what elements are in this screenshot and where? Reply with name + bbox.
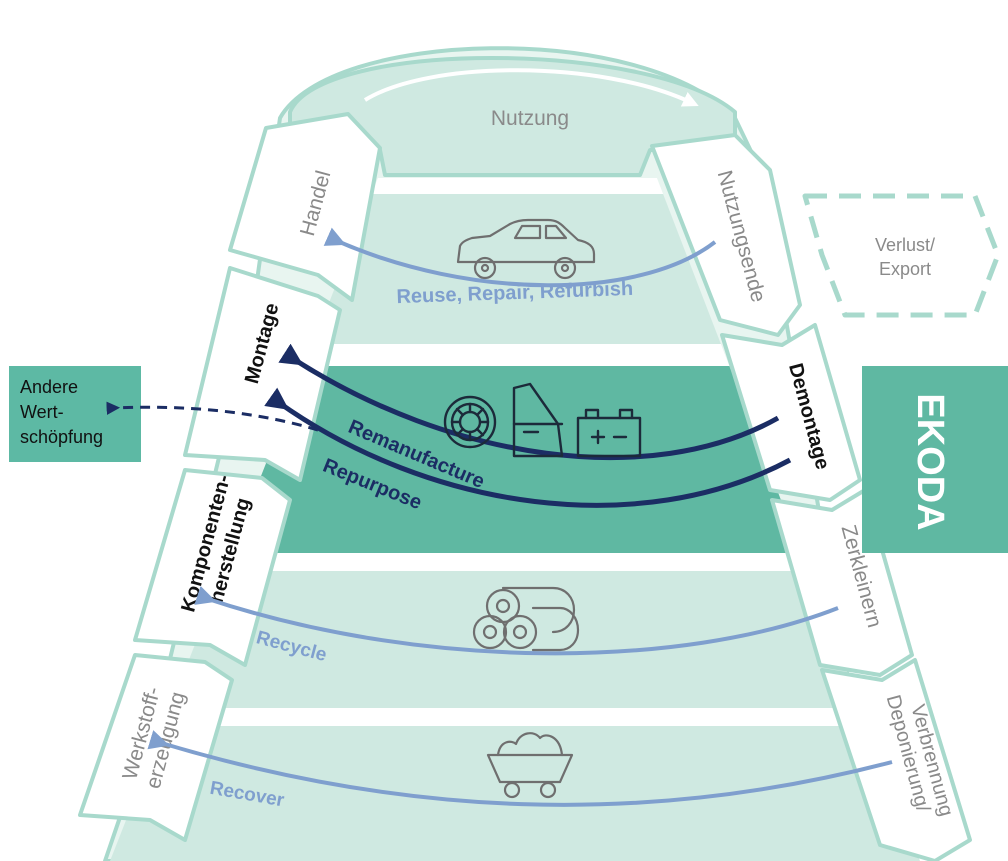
andere-line3: schöpfung xyxy=(20,427,103,447)
stage-komponenten-box xyxy=(133,468,292,667)
band-reuse xyxy=(110,194,920,344)
stage-nutzungsende-box xyxy=(650,133,802,337)
arrow-recover xyxy=(147,730,893,807)
car-icon xyxy=(456,218,596,280)
arrow-recycle xyxy=(194,585,839,656)
loop-arrows xyxy=(106,227,893,807)
verlust-line2: Export xyxy=(879,259,931,279)
andere-line2: Wert- xyxy=(20,402,64,422)
ekoda-label: EKODA xyxy=(909,393,951,530)
band-recover xyxy=(110,726,920,861)
right-stage-boxes xyxy=(650,133,972,861)
stage-handel-box xyxy=(228,112,382,302)
verlust-export-box: Verlust/ Export xyxy=(802,193,1001,318)
nutzung-label: Nutzung xyxy=(491,107,569,130)
arrow-andere-wertschoepfung xyxy=(106,401,319,432)
material-rolls-icon xyxy=(472,586,580,652)
verlust-line1: Verlust/ xyxy=(875,235,935,255)
nutzung-cap: Nutzung xyxy=(288,56,737,177)
stage-deponierung-box xyxy=(820,658,972,861)
stage-montage-box xyxy=(183,266,342,482)
arrow-reuse xyxy=(323,227,717,288)
arrow-remanufacture xyxy=(278,343,780,461)
ekoda-block: EKODA xyxy=(862,366,1008,553)
andere-line1: Andere xyxy=(20,377,78,397)
mine-cart-icon xyxy=(486,732,574,799)
andere-wertschoepfung-box: Andere Wert- schöpfung xyxy=(9,366,141,462)
arrow-repurpose xyxy=(264,387,792,508)
stage-demontage-box xyxy=(720,323,862,502)
usage-arrow xyxy=(363,68,699,107)
wheel-door-battery-icons xyxy=(443,382,642,458)
